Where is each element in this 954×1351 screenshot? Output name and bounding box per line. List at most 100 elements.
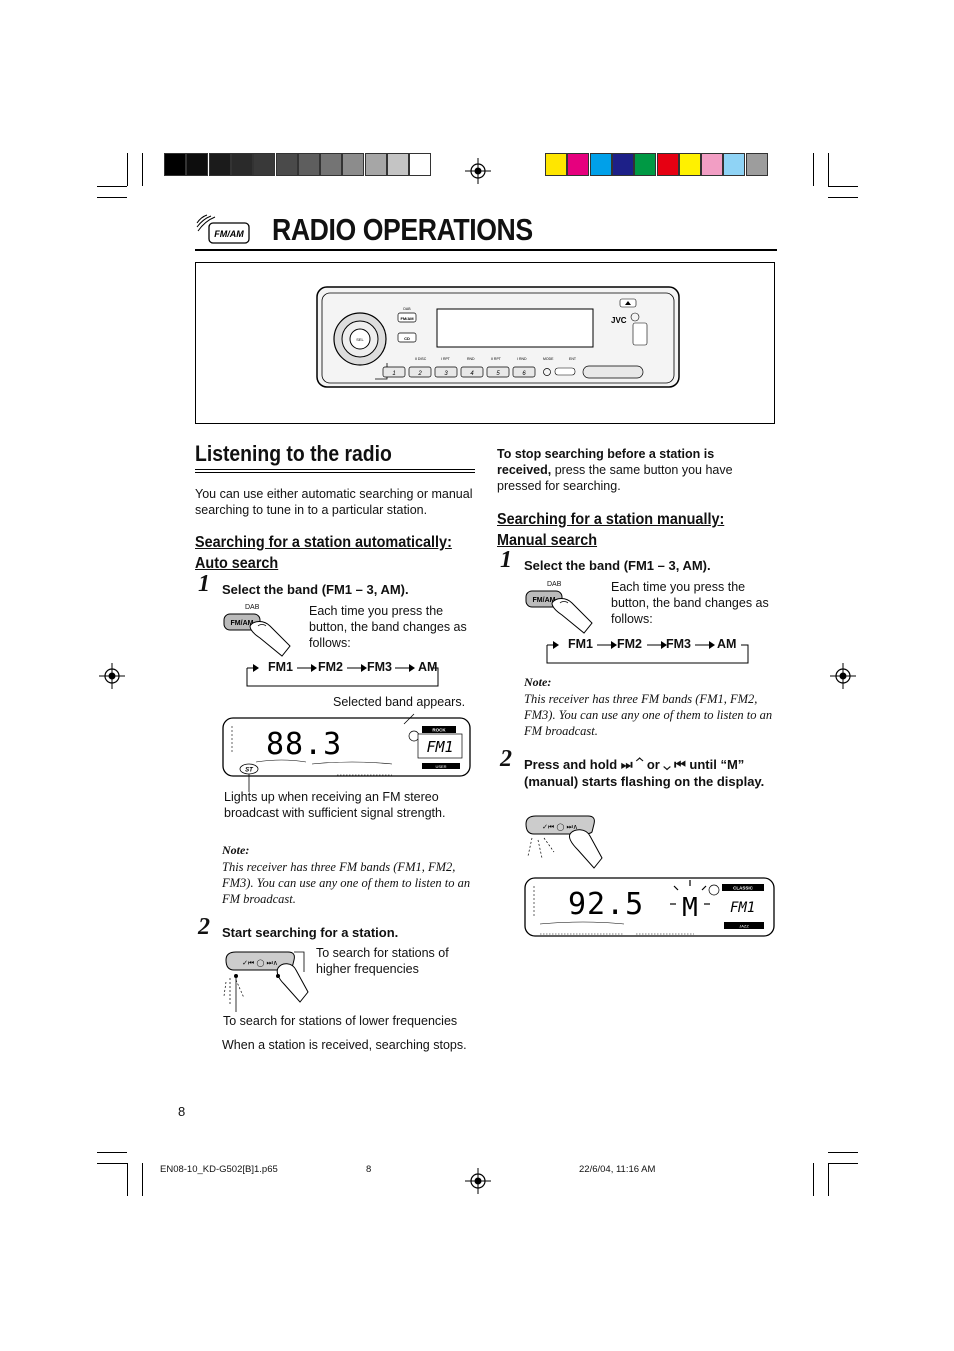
svg-text:DAB: DAB	[403, 307, 411, 311]
up-chevron-icon: ⌃	[636, 757, 644, 772]
crop-mark	[828, 1163, 858, 1164]
step-instruction: Select the band (FM1 – 3, AM).	[222, 582, 409, 597]
subheading-manual-search: Searching for a station manually: Manual…	[497, 509, 724, 551]
subheading-auto-search: Searching for a station automatically: A…	[195, 532, 452, 574]
svg-text:II DISC: II DISC	[415, 357, 427, 361]
svg-text:CD: CD	[404, 336, 410, 341]
color-swatch	[275, 153, 298, 176]
sequence-item: AM	[717, 637, 737, 651]
svg-text:FM/AM: FM/AM	[400, 316, 414, 321]
color-swatch	[678, 153, 701, 176]
sequence-item: FM1	[568, 637, 593, 651]
crop-mark	[127, 153, 128, 186]
stereo-indicator-note: Lights up when receiving an FM stereo br…	[224, 790, 446, 820]
color-swatch	[723, 153, 746, 176]
svg-text:ENT: ENT	[569, 357, 577, 361]
previous-track-icon: ⏮	[674, 757, 686, 772]
seek-lower-label: To search for stations of lower frequenc…	[223, 1014, 458, 1028]
subheading-line: Manual search	[497, 532, 598, 549]
band-sequence-diagram	[246, 664, 439, 687]
down-chevron-icon: ⌄	[663, 757, 671, 772]
registration-target-icon	[465, 1168, 491, 1194]
color-swatch	[253, 153, 276, 176]
note-text: This receiver has three FM bands (FM1, F…	[524, 692, 773, 738]
svg-text:3: 3	[444, 371, 448, 377]
svg-text:I RPT: I RPT	[441, 357, 451, 361]
faceplate-illustration: SEL FM/AM DAB CD JVC 1 2 3 4 5 6 II DISC…	[316, 286, 680, 388]
svg-text:1: 1	[392, 371, 395, 377]
svg-text:FM/AM: FM/AM	[231, 620, 254, 627]
seek-button-hold-icon: ✓⏮ ◯ ⏭∧	[525, 815, 603, 869]
stop-search-note: To stop searching before a station is re…	[497, 446, 757, 494]
step-number: 2	[198, 914, 210, 940]
note-text: This receiver has three FM bands (FM1, F…	[222, 860, 471, 906]
intro-text: You can use either automatic searching o…	[195, 487, 473, 517]
color-swatch	[230, 153, 253, 176]
color-swatch	[701, 153, 724, 176]
display-caption: Selected band appears.	[333, 695, 466, 709]
svg-text:✓⏮ ◯ ⏭∧: ✓⏮ ◯ ⏭∧	[242, 959, 278, 967]
svg-text:4: 4	[470, 371, 474, 377]
color-swatch	[208, 153, 231, 176]
step-text-part: or	[646, 757, 660, 772]
color-swatch	[611, 153, 634, 176]
crop-mark	[813, 1163, 814, 1196]
section-rule	[195, 472, 475, 473]
svg-text:FM/AM: FM/AM	[214, 229, 244, 239]
svg-text:JAZZ: JAZZ	[739, 924, 749, 929]
crop-mark	[127, 1163, 128, 1196]
svg-text:88.3: 88.3	[266, 727, 342, 762]
sequence-item: AM	[418, 660, 438, 674]
crop-mark	[142, 1163, 143, 1196]
registration-target-icon	[465, 158, 491, 184]
crop-mark	[828, 186, 858, 187]
sequence-item: FM1	[268, 660, 293, 674]
svg-text:RND: RND	[467, 357, 475, 361]
crop-mark	[828, 1163, 829, 1196]
fm-am-button-press-icon: FM/AM	[525, 590, 593, 634]
color-swatch	[164, 153, 186, 176]
step-number: 2	[500, 746, 512, 772]
section-heading: Listening to the radio	[195, 441, 392, 466]
subheading-line: Searching for a station manually:	[497, 511, 725, 528]
sequence-item: FM3	[367, 660, 392, 674]
step-instruction: Start searching for a station.	[222, 925, 399, 940]
lcd-display-auto: 88.3 ROCK FM1 USER ST	[222, 713, 471, 792]
faceplate-frame	[195, 262, 775, 424]
step-number: 1	[500, 547, 512, 573]
svg-text:92.5: 92.5	[568, 887, 644, 922]
step-description: Each time you press the button, the band…	[611, 580, 769, 626]
footer-filename: EN08-10_KD-G502[B]1.p65	[160, 1164, 278, 1175]
color-swatch	[409, 153, 432, 176]
subheading-line: Searching for a station automatically:	[195, 534, 452, 551]
svg-text:II RPT: II RPT	[491, 357, 502, 361]
page-title: RADIO OPERATIONS	[272, 212, 533, 247]
crop-mark	[828, 153, 829, 186]
svg-text:✓⏮ ◯ ⏭∧: ✓⏮ ◯ ⏭∧	[542, 823, 578, 831]
sequence-item: FM3	[666, 637, 691, 651]
crop-mark	[828, 197, 858, 198]
svg-text:MODE: MODE	[543, 357, 554, 361]
svg-text:5: 5	[496, 371, 500, 377]
color-swatch	[634, 153, 657, 176]
band-sequence-diagram	[546, 641, 749, 664]
svg-text:6: 6	[522, 371, 526, 377]
color-swatch	[342, 153, 365, 176]
crop-mark	[97, 1152, 127, 1153]
svg-text:CLASSIC: CLASSIC	[733, 886, 754, 891]
fm-am-button-press-icon: FM/AM	[223, 613, 291, 657]
crop-mark	[97, 1163, 127, 1164]
color-swatch	[186, 153, 209, 176]
step-text-part: Press and hold	[524, 757, 618, 772]
note-heading: Note:	[524, 675, 552, 689]
step-description: Each time you press the button, the band…	[309, 604, 467, 650]
note-heading: Note:	[222, 843, 250, 857]
step-text-part: until “M” (manual) starts flashing on th…	[524, 757, 765, 789]
svg-text:USER: USER	[435, 764, 446, 769]
title-rule	[195, 249, 777, 251]
svg-text:FM1: FM1	[730, 900, 755, 916]
fm-am-icon: FM/AM	[196, 214, 250, 244]
crop-mark	[828, 1152, 858, 1153]
page-number: 8	[178, 1104, 186, 1119]
section-rule	[195, 469, 475, 470]
